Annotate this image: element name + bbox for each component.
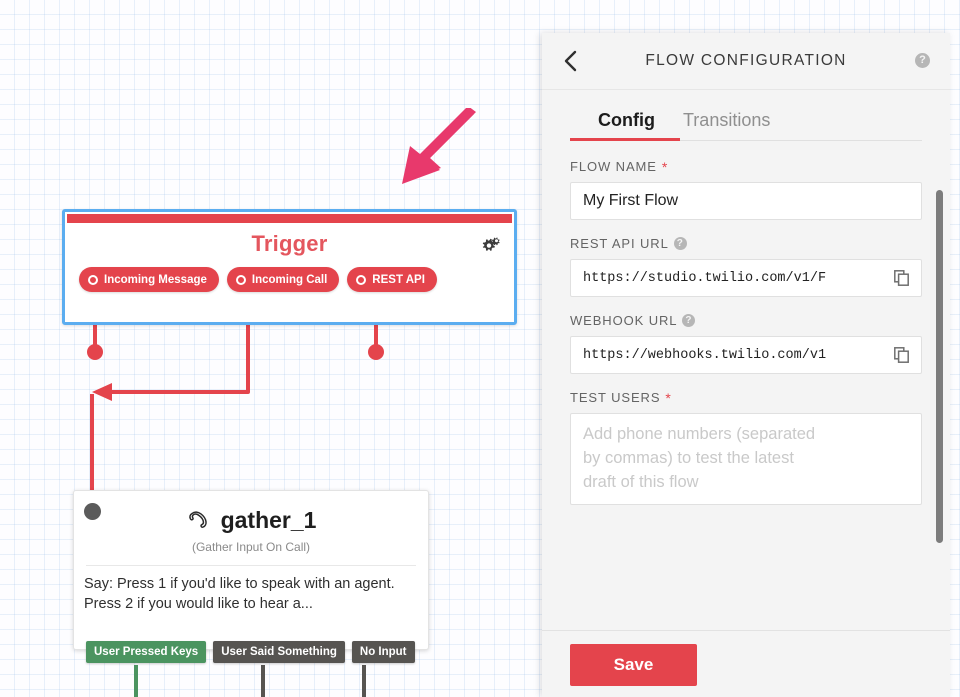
gather-title-row: gather_1 [74,491,428,534]
rest-api-url-input[interactable]: https://studio.twilio.com/v1/F [570,259,922,297]
chevron-left-icon[interactable] [560,49,582,73]
trigger-endpoint-rest-api[interactable] [368,344,384,360]
webhook-url-label-text: WEBHOOK URL [570,313,678,328]
webhook-url-label: WEBHOOK URL ? [570,313,922,328]
test-users-placeholder: Add phone numbers (separated by commas) … [583,423,909,495]
webhook-url-input[interactable]: https://webhooks.twilio.com/v1 [570,336,922,374]
save-button[interactable]: Save [570,644,697,686]
gather-input-connector[interactable] [84,503,101,520]
phone-icon [188,510,207,528]
tab-config[interactable]: Config [598,110,655,130]
gather-divider [86,565,416,566]
panel-title: FLOW CONFIGURATION [645,52,847,69]
rest-api-url-label-text: REST API URL [570,236,669,251]
copy-icon[interactable] [894,347,909,363]
gather-title: gather_1 [220,507,317,533]
trigger-endpoint-incoming-message[interactable] [87,344,103,360]
webhook-url-value: https://webhooks.twilio.com/v1 [583,347,827,363]
trigger-widget[interactable]: Trigger Incoming Message Incoming Call R… [62,209,517,325]
flow-name-input[interactable]: My First Flow [570,182,922,220]
trigger-pill-rest-api[interactable]: REST API [347,267,437,292]
panel-scrollbar[interactable] [936,190,943,543]
trigger-pill-incoming-message[interactable]: Incoming Message [79,267,219,292]
test-users-placeholder-line-1: Add phone numbers (separated [583,425,816,443]
help-circle-icon[interactable]: ? [682,314,696,327]
panel-tabs: Config Transitions [542,90,950,141]
trigger-pill-incoming-call[interactable]: Incoming Call [226,267,340,292]
flow-name-value: My First Flow [583,192,679,209]
gears-icon[interactable] [482,236,504,256]
panel-header: FLOW CONFIGURATION ? [542,33,950,90]
help-circle-icon[interactable]: ? [915,53,930,68]
tab-active-underline [570,138,680,141]
test-users-placeholder-line-3: draft of this flow [583,472,699,491]
outcome-user-pressed-keys[interactable]: User Pressed Keys [86,641,207,663]
required-asterisk: * [665,389,672,406]
trigger-title: Trigger [251,231,328,256]
rest-api-url-label: REST API URL ? [570,236,922,251]
trigger-pill-row: Incoming Message Incoming Call REST API [65,257,514,292]
panel-body: FLOW NAME * My First Flow REST API URL ?… [542,141,950,611]
test-users-textarea[interactable]: Add phone numbers (separated by commas) … [570,413,922,505]
rest-api-url-value: https://studio.twilio.com/v1/F [583,270,827,286]
gather-outcome-row: User Pressed Keys User Said Something No… [86,641,415,663]
flow-name-label: FLOW NAME * [570,159,922,174]
trigger-pill-label: REST API [372,273,425,286]
test-users-placeholder-line-2: by commas) to test the latest [583,448,794,467]
trigger-pill-label: Incoming Message [104,273,207,286]
outcome-no-input[interactable]: No Input [351,641,415,663]
connector-knob-icon [356,274,367,285]
gather-body-text: Say: Press 1 if you'd like to speak with… [84,576,395,612]
connector-knob-icon [235,274,246,285]
trigger-pill-label: Incoming Call [251,273,328,286]
tab-transitions[interactable]: Transitions [682,110,771,130]
copy-icon[interactable] [894,270,909,286]
panel-footer: Save [542,630,950,697]
tab-rule [570,140,922,141]
test-users-label: TEST USERS * [570,390,922,405]
gather-subtitle: (Gather Input On Call) [191,540,311,554]
outcome-user-said-something[interactable]: User Said Something [213,641,345,663]
trigger-header-bar [67,214,512,223]
flow-name-label-text: FLOW NAME [570,159,657,174]
connector-knob-icon [88,274,98,285]
flow-configuration-panel: FLOW CONFIGURATION ? Config Transitions … [542,33,950,697]
test-users-label-text: TEST USERS [570,390,661,405]
gather-widget[interactable]: gather_1 (Gather Input On Call) Say: Pre… [73,490,429,650]
help-circle-icon[interactable]: ? [673,237,687,250]
required-asterisk: * [661,158,669,175]
